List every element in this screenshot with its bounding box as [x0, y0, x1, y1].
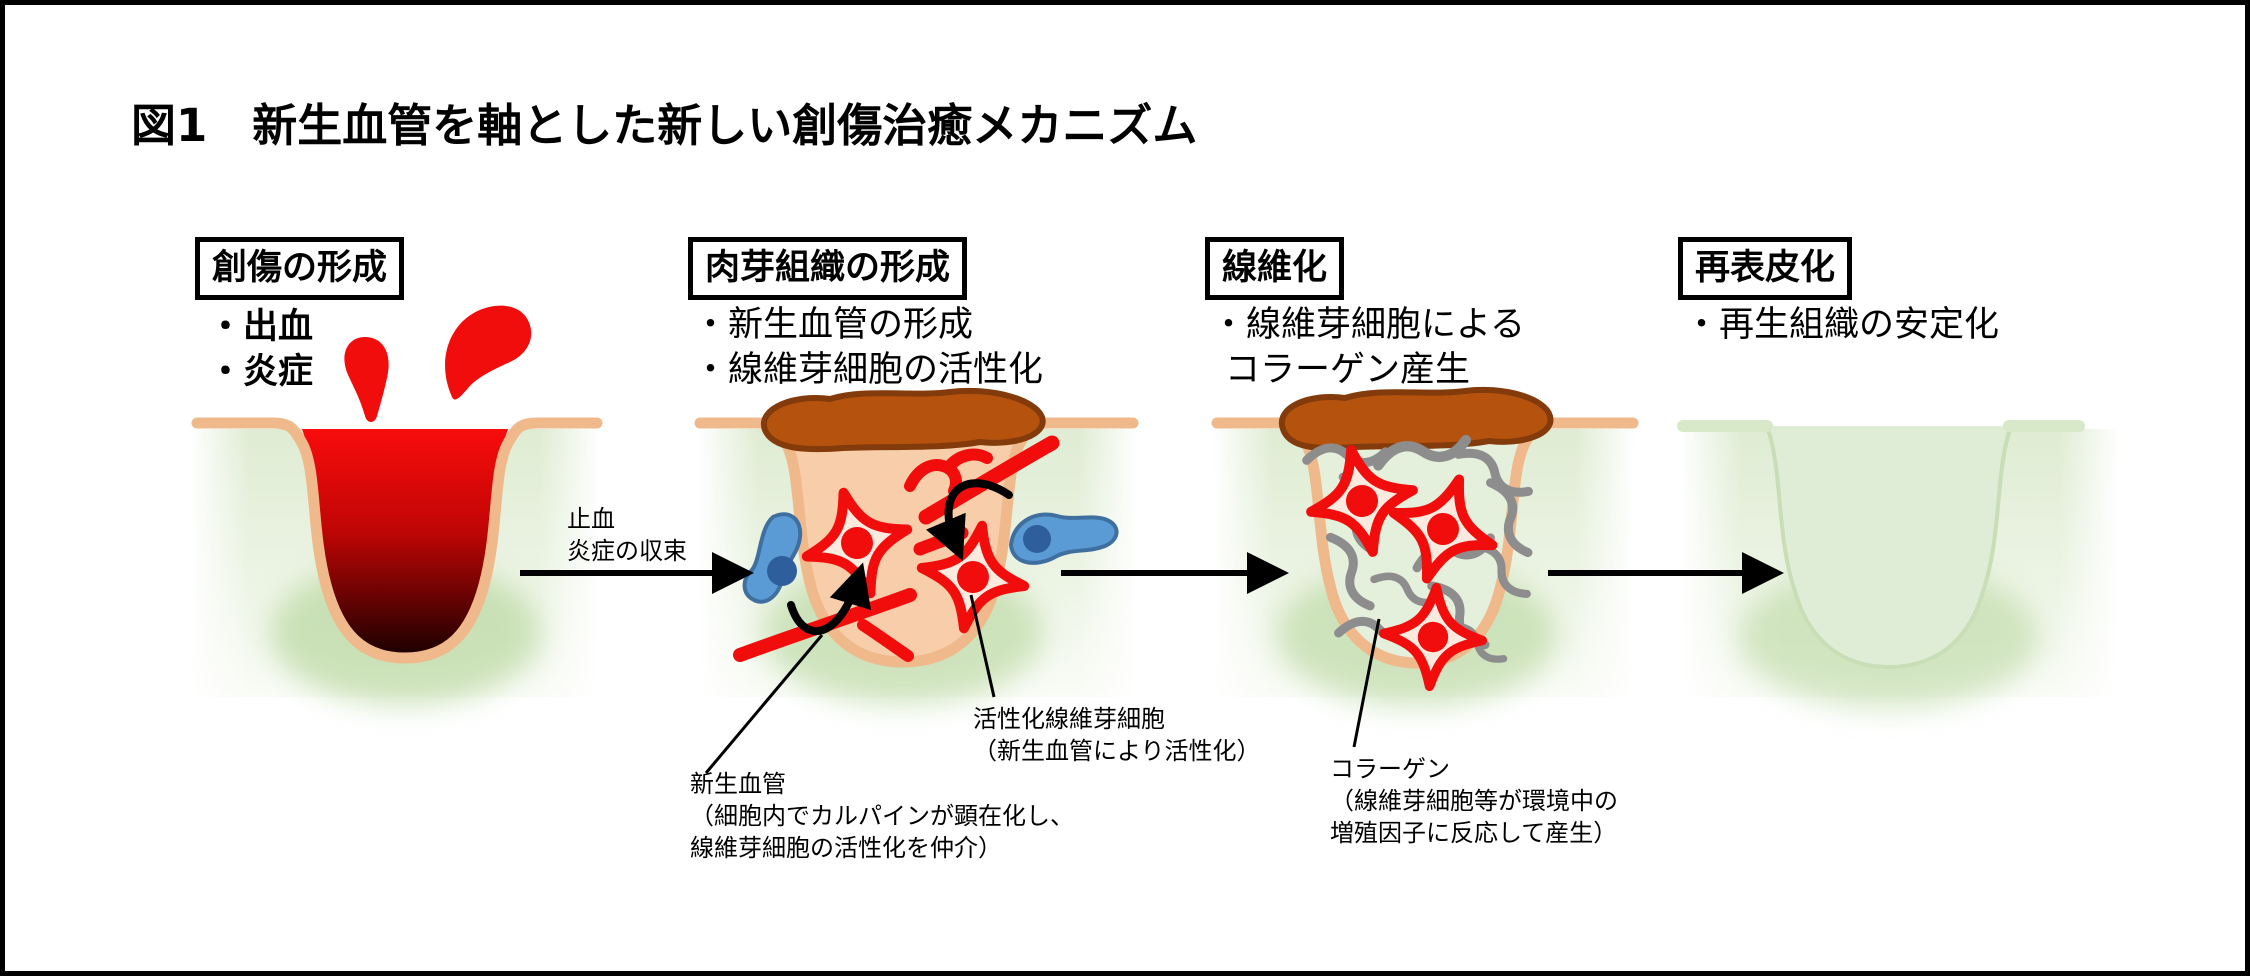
bullet-item: ・出血	[208, 307, 314, 347]
blood-splash-icon	[445, 305, 532, 400]
stage3-label-box: 線維化	[1205, 237, 1345, 300]
stage-arrow-2	[1061, 552, 1289, 594]
annotation-line: 新生血管	[690, 770, 786, 798]
blood-pool	[302, 429, 508, 655]
healed-wound-fill	[1769, 426, 2009, 665]
scab-icon	[1278, 386, 1554, 452]
stage2-bullets: ・新生血管の形成 ・線維芽細胞の活性化	[693, 303, 1043, 393]
annotation-line: 増殖因子に反応して産生）	[1330, 819, 1618, 847]
bullet-item: ・新生血管の形成	[693, 305, 974, 345]
bullet-item: ・線維芽細胞の活性化	[693, 350, 1044, 390]
annotation-activated-fibroblast: 活性化線維芽細胞 （新生血管により活性化）	[973, 703, 1261, 767]
annotation-line: （新生血管により活性化）	[973, 737, 1261, 765]
figure-title: 図1 新生血管を軸とした新しい創傷治癒メカニズム	[131, 99, 1198, 152]
stage1-wound-illustration	[191, 305, 603, 664]
stage2-granulation-illustration	[694, 387, 1139, 668]
annotation-new-blood-vessel: 新生血管 （細胞内でカルパインが顕在化し、 線維芽細胞の活性化を仲介）	[690, 768, 1074, 864]
bullet-item: コラーゲン産生	[1225, 350, 1471, 390]
stage4-label-box: 再表皮化	[1678, 237, 1853, 300]
stage3-bullets: ・線維芽細胞による コラーゲン産生	[1211, 303, 1525, 393]
stage3-label: 線維化	[1222, 248, 1328, 288]
bullet-item: ・再生組織の安定化	[1684, 305, 2000, 345]
stage-transition-arrows	[520, 552, 1784, 594]
bullet-item: ・線維芽細胞による	[1211, 305, 1525, 345]
stage-arrow-3	[1548, 552, 1784, 594]
annotation-leader-lines	[704, 594, 1381, 774]
stage4-bullets: ・再生組織の安定化	[1684, 303, 1999, 348]
stage2-label: 肉芽組織の形成	[705, 248, 951, 288]
stage-arrow-1	[520, 552, 754, 594]
stage2-label-box: 肉芽組織の形成	[688, 237, 968, 300]
immune-cell-icon	[742, 512, 803, 604]
blood-splash-icon	[344, 337, 389, 422]
annotation-line: 線維芽細胞の活性化を仲介）	[690, 834, 1002, 862]
annotation-line: （線維芽細胞等が環境中の	[1330, 787, 1618, 815]
annotation-line: 活性化線維芽細胞	[973, 705, 1165, 733]
annotation-collagen: コラーゲン （線維芽細胞等が環境中の 増殖因子に反応して産生）	[1330, 753, 1618, 849]
annotation-line: コラーゲン	[1330, 755, 1450, 783]
skin-surface-line	[694, 417, 1139, 668]
transition1-line: 止血	[567, 505, 615, 533]
stage3-fibrosis-illustration	[1211, 386, 1639, 690]
immune-cell-icon	[1008, 512, 1119, 565]
stage1-label: 創傷の形成	[212, 248, 388, 288]
stage1-bullets: ・出血 ・炎症	[208, 305, 313, 395]
stage4-healed-illustration	[1677, 420, 2085, 670]
stage1-label-box: 創傷の形成	[195, 237, 405, 300]
skin-surface-line	[191, 417, 603, 664]
bullet-item: ・炎症	[208, 352, 314, 392]
scab-icon	[760, 387, 1046, 453]
stage4-label: 再表皮化	[1695, 248, 1836, 288]
activation-arrow-icon	[787, 479, 1013, 636]
annotation-line: （細胞内でカルパインが顕在化し、	[690, 802, 1074, 830]
transition1-line: 炎症の収束	[567, 537, 687, 565]
wound-healing-illustration	[190, 305, 2119, 774]
transition1-label: 止血 炎症の収束	[567, 503, 687, 567]
